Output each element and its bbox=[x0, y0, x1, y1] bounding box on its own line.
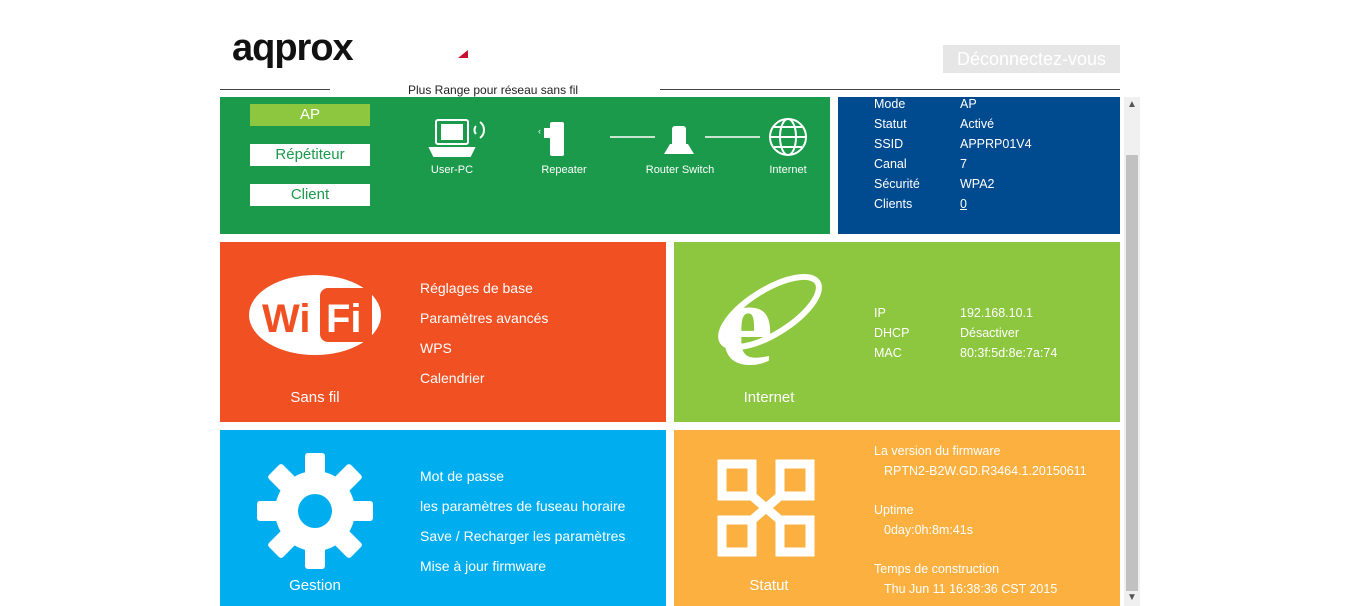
scroll-down-arrow-icon[interactable]: ▼ bbox=[1127, 592, 1137, 603]
svg-text:Wi: Wi bbox=[262, 297, 311, 341]
uptime-value: 0day:0h:8m:41s bbox=[884, 523, 973, 537]
build-time-value: Thu Jun 11 16:38:36 CST 2015 bbox=[884, 582, 1058, 596]
header-divider-right bbox=[660, 89, 1120, 90]
link-schedule[interactable]: Calendrier bbox=[420, 370, 485, 386]
link-firmware-upgrade[interactable]: Mise à jour firmware bbox=[420, 558, 547, 574]
status-caption: Statut bbox=[749, 577, 789, 594]
link-password[interactable]: Mot de passe bbox=[420, 468, 505, 484]
internet-explorer-icon[interactable]: e bbox=[710, 262, 830, 374]
link-wps[interactable]: WPS bbox=[420, 340, 452, 356]
diagram-label-repeater: Repeater bbox=[541, 164, 587, 176]
diagram-label-internet: Internet bbox=[769, 164, 807, 176]
management-caption: Gestion bbox=[289, 577, 341, 594]
status-tile: Statut La version du firmware RPTN2-B2W.… bbox=[674, 430, 1120, 606]
wifi-logo-icon[interactable]: Wi Fi bbox=[248, 274, 382, 356]
wireless-tile: Wi Fi Sans fil Réglages de base Paramètr… bbox=[220, 242, 666, 422]
diagram-label-user-pc: User-PC bbox=[430, 164, 474, 176]
diagram-label-router-switch: Router Switch bbox=[645, 164, 715, 176]
logout-button[interactable]: Déconnectez-vous bbox=[943, 45, 1120, 73]
internet-caption: Internet bbox=[743, 389, 795, 406]
mode-client-button[interactable]: Client bbox=[250, 184, 370, 206]
repeater-icon: ‹ bbox=[538, 122, 564, 156]
network-diagram: ‹ bbox=[428, 118, 807, 157]
scroll-up-arrow-icon[interactable]: ▲ bbox=[1127, 99, 1137, 110]
router-icon bbox=[664, 126, 694, 154]
svg-text:Fi: Fi bbox=[326, 297, 362, 341]
laptop-icon bbox=[428, 119, 485, 157]
aqprox-logo: aqprox bbox=[232, 27, 472, 70]
uptime-label: Uptime bbox=[874, 503, 914, 517]
globe-icon bbox=[769, 118, 807, 156]
svg-text:‹: ‹ bbox=[538, 126, 541, 136]
mode-panel: AP Répétiteur Client ‹ User-PC Repe bbox=[220, 97, 830, 234]
link-basic-settings[interactable]: Réglages de base bbox=[420, 280, 533, 296]
gear-icon[interactable] bbox=[256, 452, 374, 570]
link-advanced-settings[interactable]: Paramètres avancés bbox=[420, 310, 549, 326]
management-tile: Gestion Mot de passe les paramètres de f… bbox=[220, 430, 666, 606]
page-subtitle: Plus Range pour réseau sans fil bbox=[408, 83, 579, 97]
header-divider-left bbox=[220, 89, 330, 90]
link-save-reload[interactable]: Save / Recharger les paramètres bbox=[420, 528, 626, 544]
logo-text: aqprox bbox=[232, 30, 354, 69]
firmware-value: RPTN2-B2W.GD.R3464.1.20150611 bbox=[884, 464, 1087, 478]
office-logo-icon[interactable] bbox=[716, 456, 816, 560]
build-time-label: Temps de construction bbox=[874, 562, 1000, 576]
scrollbar-thumb[interactable] bbox=[1126, 155, 1138, 591]
mode-repeater-button[interactable]: Répétiteur bbox=[250, 144, 370, 166]
firmware-label: La version du firmware bbox=[874, 444, 1001, 458]
mode-ap-button[interactable]: AP bbox=[250, 104, 370, 126]
link-timezone[interactable]: les paramètres de fuseau horaire bbox=[420, 498, 626, 514]
clients-count-link[interactable]: 0 bbox=[960, 197, 967, 211]
wireless-caption: Sans fil bbox=[290, 389, 340, 406]
